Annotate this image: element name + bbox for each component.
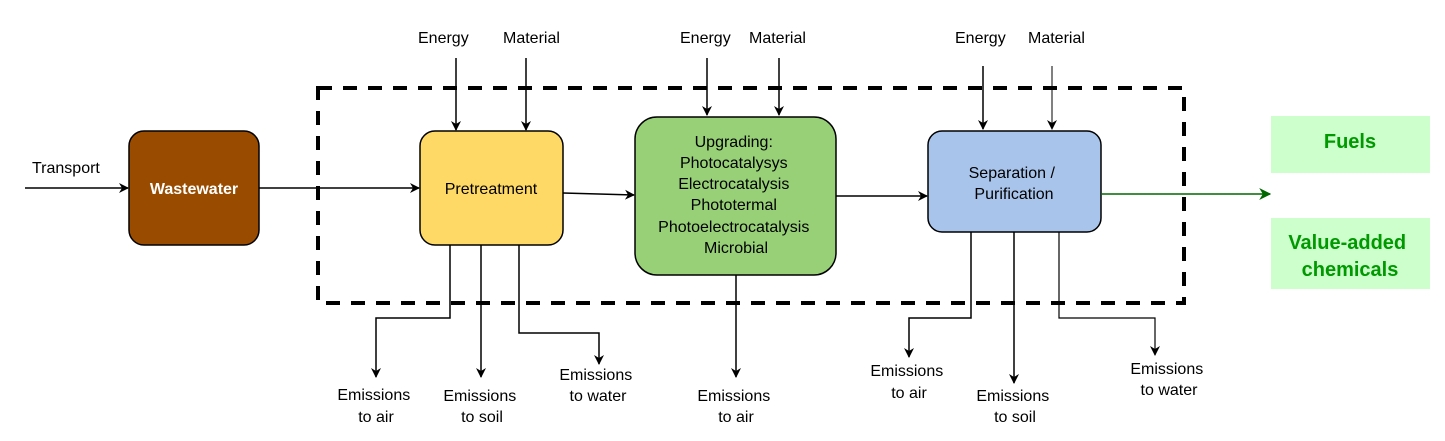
separation-emission-water-arrow (1058, 232, 1160, 356)
output-fuels[interactable]: Fuels (1271, 116, 1430, 173)
pretreatment-node[interactable]: Pretreatment (419, 130, 564, 246)
upgrading-label: Upgrading: Photocatalysys Electrocatalys… (658, 134, 814, 257)
upgrading-node[interactable]: Upgrading: Photocatalysys Electrocatalys… (634, 116, 837, 276)
pretreatment-emission-water-arrow (518, 245, 604, 365)
pretreatment-label: Pretreatment (445, 181, 538, 198)
pretreatment-to-upgrading-arrow (562, 189, 635, 200)
system-boundary (316, 86, 1186, 305)
transport-label: Transport (32, 160, 100, 177)
separation-emission-air-label: Emissions to air (870, 363, 947, 402)
pretreatment-emission-air-label: Emissions to air (337, 387, 414, 426)
output-fuels-label: Fuels (1324, 131, 1376, 153)
separation-emission-water-label: Emissions to water (1130, 361, 1207, 399)
separation-emission-soil-label: Emissions to soil (976, 388, 1053, 426)
output-value-added-chemicals[interactable]: Value-added chemicals (1271, 218, 1430, 289)
separation-emission-air-arrow (904, 232, 972, 358)
wastewater-label: Wastewater (150, 181, 238, 198)
pretreatment-emission-water-label: Emissions to water (559, 367, 636, 405)
pretreatment-emission-soil-label: Emissions to soil (443, 388, 520, 426)
pretreatment-energy-label: Energy (418, 30, 469, 47)
separation-label: Separation / Purification (969, 165, 1060, 203)
wastewater-node[interactable]: Wastewater (128, 130, 260, 246)
output-chemicals-label: Value-added chemicals (1288, 232, 1411, 281)
pretreatment-emission-air-arrow (371, 245, 451, 378)
separation-material-label: Material (1028, 30, 1085, 47)
upgrading-emission-air-label: Emissions to air (697, 388, 774, 426)
upgrading-material-label: Material (749, 30, 806, 47)
upgrading-energy-label: Energy (680, 30, 731, 47)
separation-node[interactable]: Separation / Purification (927, 130, 1102, 233)
pretreatment-material-label: Material (503, 30, 560, 47)
separation-energy-label: Energy (955, 30, 1006, 47)
